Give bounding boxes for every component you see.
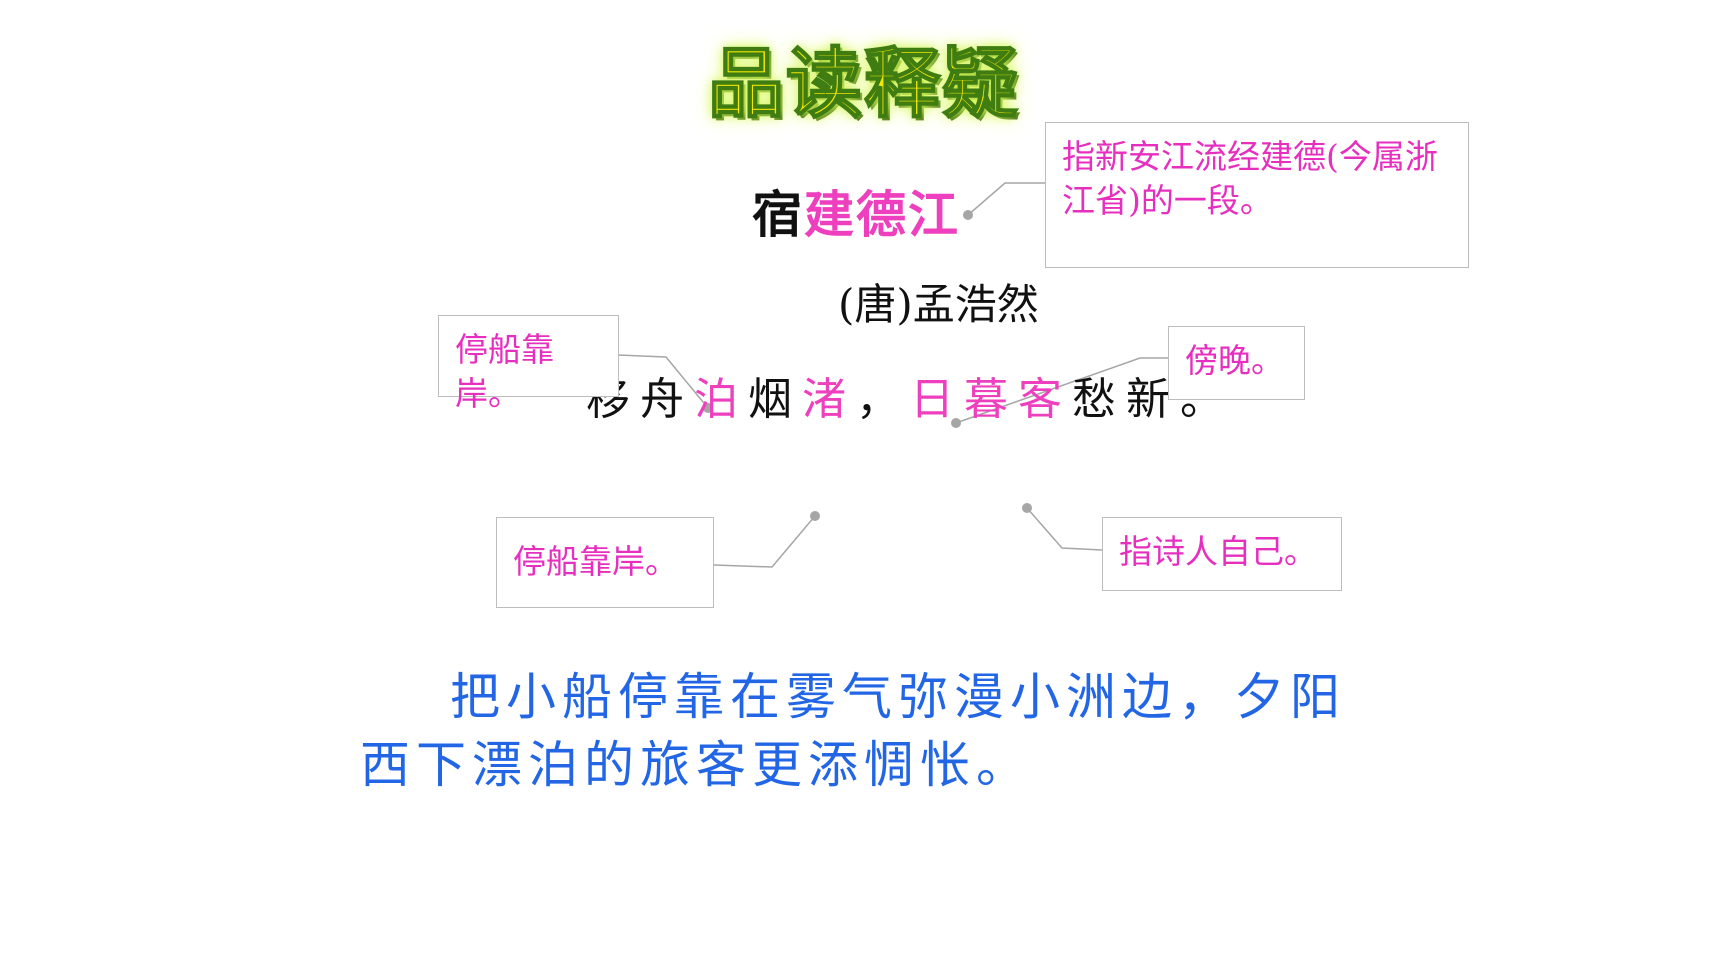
connector-jiande-river: [967, 182, 1045, 216]
poem-word-bo: 泊: [694, 374, 748, 425]
poem-word-rimu: 日暮: [910, 374, 1018, 425]
note-rimu: 傍晚。: [1168, 326, 1305, 400]
poem-punctuation: ，: [856, 374, 910, 425]
connector-bo-top: [617, 354, 709, 409]
poem-title: 宿建德江: [752, 175, 960, 247]
connector-dot: [951, 418, 961, 428]
connector-bo-bottom: [713, 515, 816, 568]
connector-dot: [963, 210, 973, 220]
poem-text: 烟: [748, 374, 802, 425]
note-bo-top: 停船靠岸。: [438, 315, 619, 413]
poem-author: (唐)孟浩然: [838, 280, 1039, 329]
poem-title-highlight: 建德江: [804, 186, 960, 244]
note-jiande-river: 指新安江流经建德(今属浙江省)的一段。: [1045, 122, 1469, 268]
note-ke: 指诗人自己。: [1102, 517, 1342, 591]
poem-line: 移舟泊烟渚，日暮客愁新。: [586, 363, 1234, 427]
poem-title-prefix: 宿: [752, 186, 804, 244]
connector-dot: [1022, 503, 1032, 513]
connector-dot: [703, 403, 713, 413]
connector-dot: [810, 511, 820, 521]
poem-word-zhu: 渚: [802, 374, 856, 425]
connector-rimu: [955, 357, 1168, 424]
poem-word-ke: 客: [1018, 374, 1072, 425]
translation-text: 把小船停靠在雾气弥漫小洲边，夕阳西下漂泊的旅客更添惆怅。: [360, 668, 1346, 794]
connector-ke: [1026, 507, 1103, 551]
slide-heading: 品读释疑: [707, 38, 1020, 129]
note-bo-bottom: 停船靠岸。: [496, 517, 714, 608]
